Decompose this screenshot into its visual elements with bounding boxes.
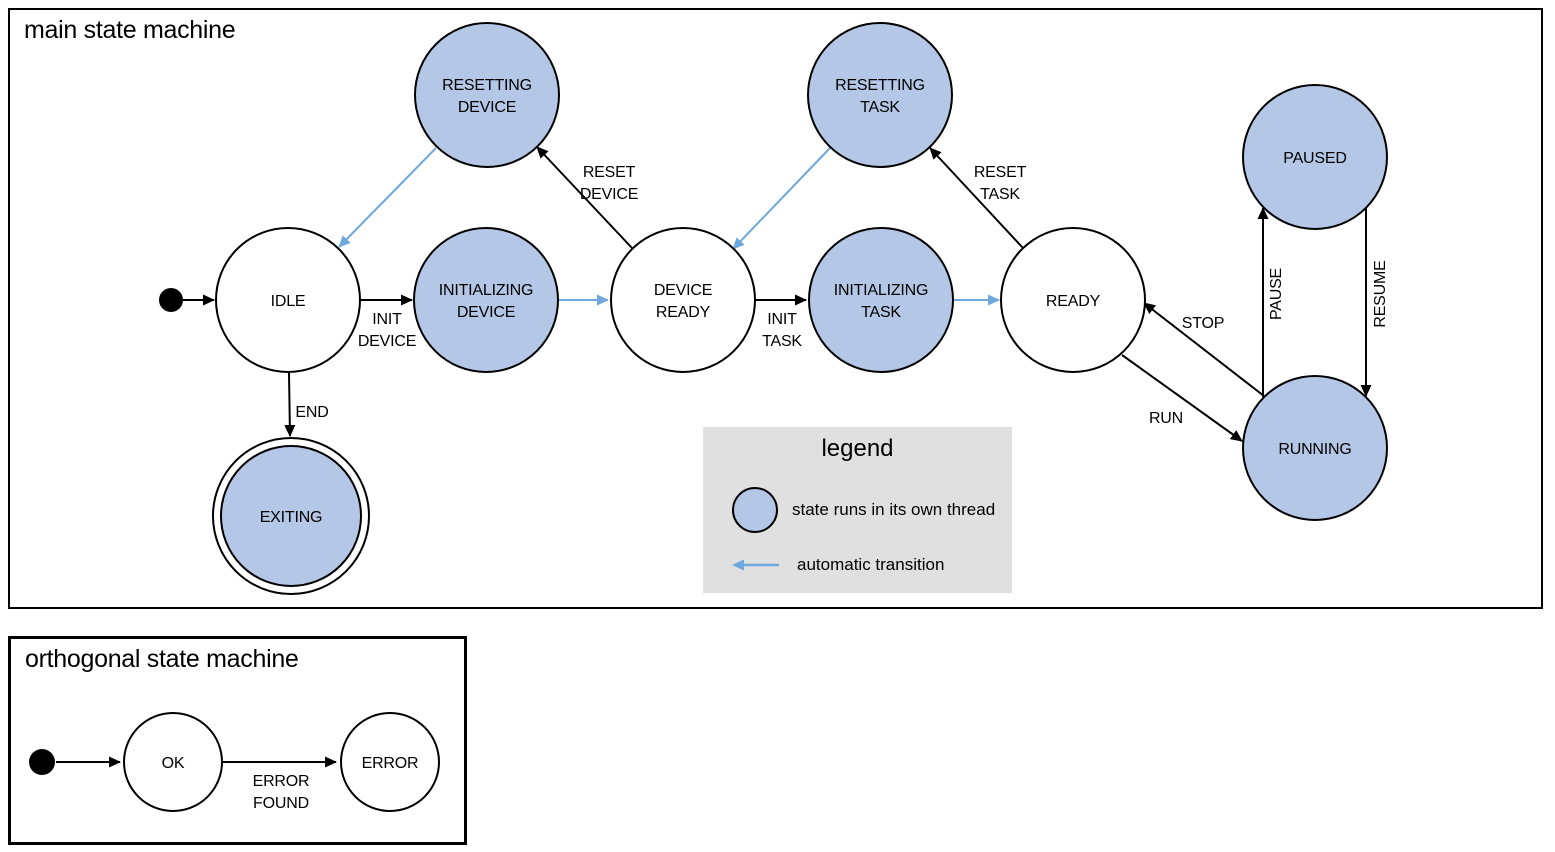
- orthogonal-state-machine-title: orthogonal state machine: [25, 645, 299, 673]
- orthogonal-state-machine-panel: orthogonal state machine: [8, 636, 467, 845]
- legend-item-label: automatic transition: [797, 555, 945, 574]
- legend-item-label: state runs in its own thread: [792, 500, 996, 519]
- auto-transition-arrow-icon: [732, 559, 779, 571]
- threaded-state-swatch: [732, 487, 778, 533]
- legend-item-threaded-state: state runs in its own thread: [732, 487, 995, 533]
- main-state-machine-title: main state machine: [24, 16, 236, 44]
- legend: legend state runs in its own thread auto…: [703, 427, 1012, 593]
- legend-item-automatic-transition: automatic transition: [731, 555, 944, 575]
- legend-title: legend: [821, 435, 894, 462]
